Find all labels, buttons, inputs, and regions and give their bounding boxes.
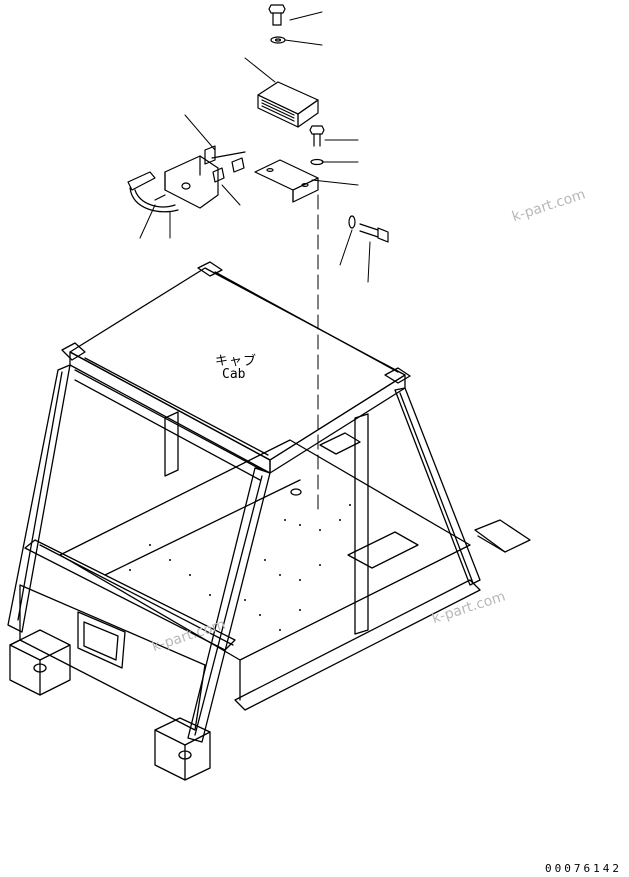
drawing-number: 00076142 — [545, 862, 622, 875]
floor-bolt-holes — [129, 504, 351, 631]
bolt-top — [268, 4, 286, 26]
washer-lower — [348, 215, 356, 229]
cab-label-japanese: キャブ — [215, 354, 258, 369]
rear-bracket — [474, 519, 531, 553]
bolt-lower — [359, 223, 389, 243]
wiring-harness-assembly — [127, 145, 246, 213]
bolt-right — [309, 125, 325, 147]
mounting-bracket — [254, 159, 319, 203]
foot-right — [154, 717, 211, 781]
panel-cutout — [77, 611, 126, 669]
front-panel — [19, 584, 206, 731]
leader-lines — [139, 11, 371, 283]
floor-plate — [59, 439, 471, 661]
controller-box — [257, 81, 319, 128]
washer-top — [270, 36, 286, 44]
cab-frame — [7, 261, 531, 781]
washer-right — [310, 158, 324, 166]
cab-label-english: Cab — [222, 367, 246, 382]
foot-left — [9, 629, 71, 696]
